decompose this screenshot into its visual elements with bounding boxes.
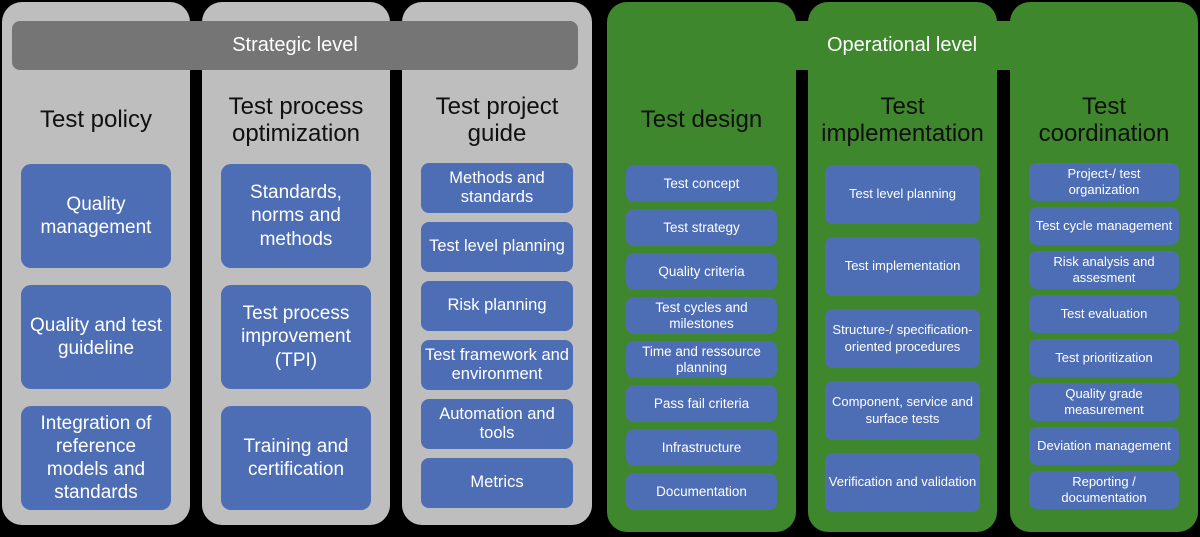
box-test-level-planning-impl: Test level planning: [825, 165, 980, 224]
item-list-test-project-guide: Methods and standards Test level plannin…: [421, 163, 573, 508]
box-quality-grade-measurement: Quality grade measurement: [1029, 383, 1179, 421]
box-test-concept: Test concept: [626, 165, 777, 202]
column-test-design: Test design Test concept Test strategy Q…: [607, 2, 796, 532]
box-risk-planning: Risk planning: [421, 281, 573, 331]
box-quality-criteria: Quality criteria: [626, 253, 777, 290]
item-list-test-implementation: Test level planning Test implementation …: [825, 165, 980, 512]
box-standards-norms-methods: Standards, norms and methods: [221, 164, 371, 268]
box-pass-fail-criteria: Pass fail criteria: [626, 385, 777, 422]
box-verification-and-validation: Verification and validation: [825, 453, 980, 512]
column-title-test-policy: Test policy: [39, 106, 153, 134]
box-infrastructure: Infrastructure: [626, 429, 777, 466]
box-project-test-organization: Project-/ test organization: [1029, 163, 1179, 201]
column-title-test-process-optimization: Test process optimization: [228, 92, 364, 147]
column-title-test-implementation: Test implementation: [821, 92, 984, 147]
column-test-implementation: Test implementation Test level planning …: [808, 2, 997, 532]
box-training-and-certification: Training and certification: [221, 406, 371, 510]
box-quality-management: Quality management: [21, 164, 171, 268]
box-test-framework-and-environment: Test framework and environment: [421, 340, 573, 390]
operational-level-banner: Operational level: [619, 21, 1185, 70]
box-documentation: Documentation: [626, 473, 777, 510]
box-time-and-ressource-planning: Time and ressource planning: [626, 341, 777, 378]
column-test-coordination: Test coordination Project-/ test organiz…: [1010, 2, 1198, 532]
box-methods-and-standards: Methods and standards: [421, 163, 573, 213]
box-test-cycles-and-milestones: Test cycles and milestones: [626, 297, 777, 334]
box-deviation-management: Deviation management: [1029, 427, 1179, 465]
box-integration-of-reference-models: Integration of reference models and stan…: [21, 406, 171, 510]
column-title-test-coordination: Test coordination: [1038, 92, 1170, 147]
box-quality-and-test-guideline: Quality and test guideline: [21, 285, 171, 389]
box-component-service-surface-tests: Component, service and surface tests: [825, 381, 980, 440]
column-test-policy: Test policy Quality management Quality a…: [2, 2, 190, 525]
box-automation-and-tools: Automation and tools: [421, 399, 573, 449]
box-structure-specification-oriented-procedures: Structure-/ specification-oriented proce…: [825, 309, 980, 368]
box-metrics: Metrics: [421, 458, 573, 508]
box-test-prioritization: Test prioritization: [1029, 339, 1179, 377]
box-test-strategy: Test strategy: [626, 209, 777, 246]
item-list-test-coordination: Project-/ test organization Test cycle m…: [1029, 163, 1179, 509]
box-risk-analysis-and-assesment: Risk analysis and assesment: [1029, 251, 1179, 289]
box-test-level-planning-guide: Test level planning: [421, 222, 573, 272]
box-test-process-improvement-tpi: Test process improvement (TPI): [221, 285, 371, 389]
strategic-level-banner: Strategic level: [12, 21, 578, 70]
box-test-evaluation: Test evaluation: [1029, 295, 1179, 333]
column-title-test-project-guide: Test project guide: [435, 92, 559, 147]
column-test-process-optimization: Test process optimization Standards, nor…: [202, 2, 390, 525]
item-list-test-design: Test concept Test strategy Quality crite…: [626, 165, 777, 510]
item-list-test-policy: Quality management Quality and test guid…: [21, 164, 171, 510]
box-reporting-documentation: Reporting / documentation: [1029, 471, 1179, 509]
column-test-project-guide: Test project guide Methods and standards…: [402, 2, 592, 525]
item-list-test-process-optimization: Standards, norms and methods Test proces…: [221, 164, 371, 510]
box-test-cycle-management: Test cycle management: [1029, 207, 1179, 245]
box-test-implementation: Test implementation: [825, 237, 980, 296]
column-title-test-design: Test design: [640, 106, 763, 134]
